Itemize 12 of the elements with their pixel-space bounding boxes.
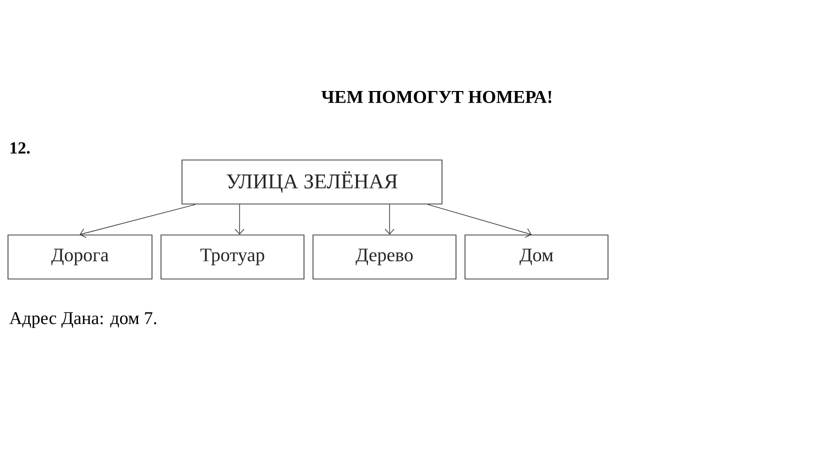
item-number: 12.	[10, 142, 30, 154]
item-box: Дом	[464, 234, 608, 280]
arrow	[234, 204, 244, 235]
item-box: Тротуар	[160, 234, 304, 280]
arrow	[80, 204, 196, 238]
arrow	[384, 204, 394, 235]
heading-box: УЛИЦА ЗЕЛЁНАЯ	[182, 160, 442, 204]
answer-text: Адрес Дана: дом 7.	[9, 312, 156, 328]
item-box: Дорога	[8, 234, 152, 280]
item-box: Дерево	[312, 234, 456, 280]
arrow	[427, 204, 532, 238]
title: ЧЕМ ПОМОГУТ НОМЕРА!	[321, 90, 552, 104]
